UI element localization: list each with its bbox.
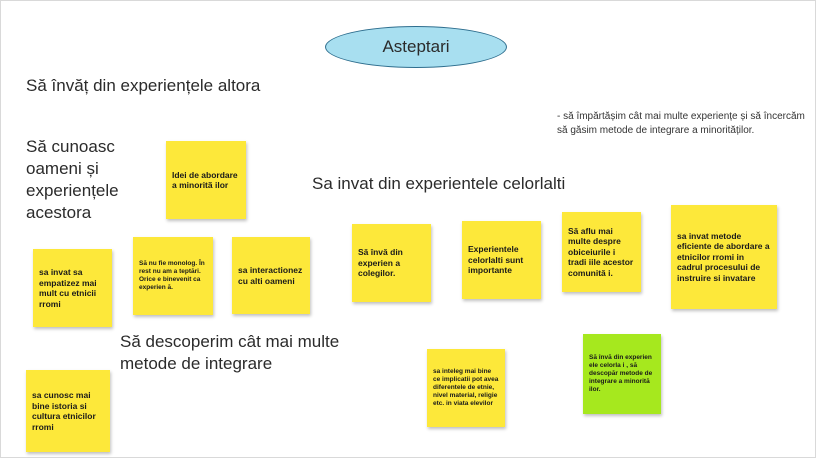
side-note: - să împărtășim cât mai multe experiențe… xyxy=(557,111,805,136)
sticky-note-text: sa interactionez cu alti oameni xyxy=(238,265,303,286)
sticky-note: Să nu fie monolog. În rest nu am a teptă… xyxy=(133,237,213,315)
sticky-note: Să aflu mai multe despre obiceiurile i t… xyxy=(562,212,641,292)
sticky-note: sa inteleg mai bine ce implicatii pot av… xyxy=(427,349,505,427)
sticky-note-text: Să aflu mai multe despre obiceiurile i t… xyxy=(568,225,634,278)
sticky-note: Să învă din experien a colegilor. xyxy=(352,224,431,302)
sticky-note-text: Să nu fie monolog. În rest nu am a teptă… xyxy=(139,260,205,291)
sticky-note: sa cunosc mai bine istoria si cultura et… xyxy=(26,370,110,452)
heading-discover-methods: Să descoperim cât mai multe metode de in… xyxy=(120,332,340,373)
sticky-note: sa invat sa empatizez mai mult cu etnici… xyxy=(33,249,112,327)
sticky-note-text: sa inteleg mai bine ce implicatii pot av… xyxy=(433,368,499,407)
sticky-note: Experientele celorlalti sunt importante xyxy=(462,221,541,299)
sticky-note-text: Experientele celorlalti sunt importante xyxy=(468,244,524,276)
sticky-note-text: Idei de abordare a minoritã ilor xyxy=(172,169,238,191)
sticky-note: Idei de abordare a minoritã ilor xyxy=(166,141,246,219)
heading-meet-people: Să cunoasc oameni și experiențele acesto… xyxy=(26,137,119,222)
sticky-note-text: sa invat metode eficiente de abordare a … xyxy=(677,230,770,283)
heading-learn-from-others: Să învăț din experiențele altora xyxy=(26,76,261,95)
sticky-note-text: Să învă din experien a colegilor. xyxy=(358,247,403,279)
sticky-note-green: Să învă din experien ele celorla i , să … xyxy=(583,334,661,414)
sticky-note-text: Să învă din experien ele celorla i , să … xyxy=(589,354,653,393)
heading-learn-from-peers: Sa invat din experientele celorlalti xyxy=(312,174,566,193)
title-text: Asteptari xyxy=(382,37,450,56)
sticky-note: sa interactionez cu alti oameni xyxy=(232,237,310,314)
sticky-note: sa invat metode eficiente de abordare a … xyxy=(671,205,777,309)
title-ellipse: Asteptari xyxy=(325,26,507,68)
sticky-note-text: sa cunosc mai bine istoria si cultura et… xyxy=(32,390,96,432)
sticky-note-text: sa invat sa empatizez mai mult cu etnici… xyxy=(39,267,97,309)
